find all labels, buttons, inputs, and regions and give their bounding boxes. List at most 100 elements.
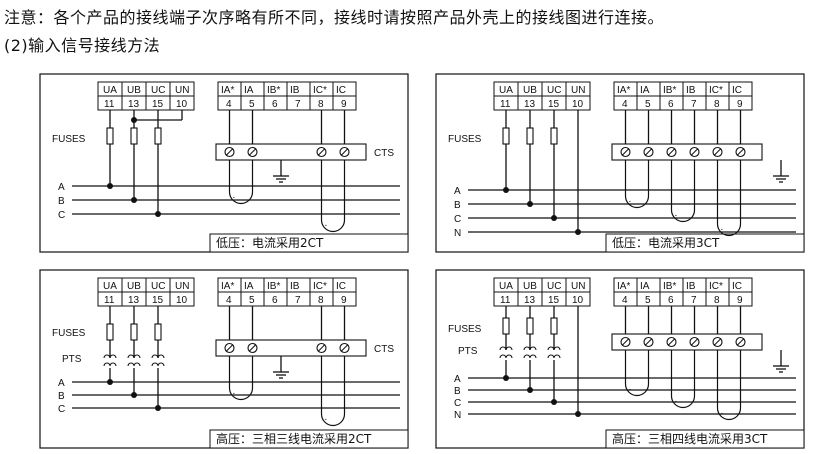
current-terminal-name: IB* — [663, 85, 676, 96]
polarity-mark: . — [675, 208, 678, 219]
current-terminal-name: IB — [290, 85, 300, 96]
fuse — [526, 317, 534, 335]
voltage-terminal-name: UA — [103, 85, 117, 96]
panel-caption: 低压：电流采用3CT — [612, 236, 720, 250]
current-terminal-name: IA* — [221, 85, 234, 96]
phase-label-c: C — [58, 404, 65, 415]
panel-caption: 低压：电流采用2CT — [216, 236, 324, 250]
voltage-terminal-name: UN — [175, 85, 189, 96]
polarity-mark: . — [721, 406, 724, 417]
current-terminal-number: 6 — [272, 99, 278, 110]
polarity-mark: . — [721, 222, 724, 233]
fuse — [526, 127, 534, 145]
polarity-mark: . — [629, 194, 632, 205]
polarity-mark: . — [325, 218, 328, 229]
pt-winding — [547, 354, 561, 359]
current-terminal-name: IB — [290, 281, 300, 292]
voltage-terminal-number: 10 — [176, 99, 188, 110]
ct-coil — [670, 160, 696, 223]
voltage-terminal-number: 15 — [548, 295, 560, 306]
voltage-terminal-name: UN — [571, 85, 585, 96]
phase-label-a: A — [58, 182, 65, 193]
ct-coil — [320, 160, 346, 233]
junction-dot — [527, 201, 533, 207]
current-terminal-name: IA* — [617, 85, 630, 96]
voltage-terminal-name: UB — [127, 281, 141, 292]
junction-dot — [527, 387, 533, 393]
caption-box — [209, 233, 409, 253]
fuse — [130, 127, 138, 145]
voltage-terminal-number: 10 — [572, 295, 584, 306]
panel-br: 高压：三相四线电流采用3CTUA11UB13UC15UN10IA*4IA5IB*… — [435, 269, 805, 449]
panel-tl: 低压：电流采用2CTUA11UB13UC15UN10IA*4IA5IB*6IB7… — [39, 73, 409, 253]
pt-winding — [127, 362, 141, 367]
current-terminal-number: 4 — [226, 99, 232, 110]
fuses-label: FUSES — [52, 328, 86, 339]
section-subtitle: (2)输入信号接线方法 — [4, 36, 161, 55]
caption-box — [605, 233, 805, 253]
current-terminal-name: IC* — [709, 85, 723, 96]
current-terminal-name: IA* — [221, 281, 234, 292]
current-terminal-name: IB* — [663, 281, 676, 292]
ground-symbol — [773, 168, 789, 183]
fuses-label: FUSES — [448, 324, 482, 335]
voltage-terminal-name: UA — [103, 281, 117, 292]
current-terminal-name: IA* — [617, 281, 630, 292]
polarity-mark: . — [233, 190, 236, 201]
current-terminal-number: 4 — [226, 295, 232, 306]
pt-winding — [127, 354, 141, 359]
fuse — [550, 127, 558, 145]
junction-dot — [551, 399, 557, 405]
ground-symbol — [773, 358, 789, 373]
phase-label-c: C — [454, 398, 461, 409]
ct-coil — [228, 356, 254, 401]
current-terminal-name: IA — [640, 281, 650, 292]
voltage-terminal-number: 15 — [152, 99, 164, 110]
panel-tr: 低压：电流采用3CTUA11UB13UC15UN10IA*4IA5IB*6IB7… — [435, 73, 805, 253]
current-terminal-number: 7 — [295, 295, 301, 306]
phase-label-b: B — [454, 200, 461, 211]
voltage-terminal-name: UC — [547, 281, 561, 292]
polarity-mark: . — [325, 412, 328, 423]
current-terminal-number: 8 — [318, 295, 324, 306]
current-terminal-number: 6 — [272, 295, 278, 306]
polarity-mark: . — [233, 386, 236, 397]
phase-label-c: C — [454, 214, 461, 225]
junction-dot — [107, 183, 113, 189]
voltage-terminal-number-cell — [169, 291, 195, 307]
current-terminal-number: 9 — [737, 295, 743, 306]
phase-label-b: B — [58, 196, 65, 207]
current-terminal-number: 7 — [691, 99, 697, 110]
current-terminal-number: 8 — [318, 99, 324, 110]
polarity-mark: . — [675, 394, 678, 405]
pt-winding — [499, 346, 513, 351]
fuse — [130, 323, 138, 341]
current-terminal-number: 9 — [341, 295, 347, 306]
fuse — [502, 127, 510, 145]
current-terminal-number: 8 — [714, 295, 720, 306]
phase-label-b: B — [58, 391, 65, 402]
current-terminal-name: IB* — [267, 281, 280, 292]
phase-label-a: A — [454, 374, 461, 385]
voltage-terminal-number: 13 — [128, 295, 140, 306]
voltage-terminal-number: 10 — [176, 295, 188, 306]
junction-dot — [503, 187, 509, 193]
ct-coil — [624, 160, 650, 209]
ground-symbol — [273, 168, 289, 183]
junction-dot — [503, 375, 509, 381]
ct-coil — [716, 160, 742, 237]
panel-caption: 高压：三相四线电流采用3CT — [612, 431, 768, 446]
ground-symbol — [273, 364, 289, 379]
current-terminal-number: 5 — [249, 99, 255, 110]
phase-label-n: N — [454, 228, 461, 239]
voltage-terminal-number: 13 — [524, 99, 536, 110]
current-terminal-name: IA — [244, 281, 254, 292]
ct-coil — [716, 350, 742, 421]
current-terminal-number: 6 — [668, 99, 674, 110]
pt-winding — [523, 354, 537, 359]
fuse — [106, 323, 114, 341]
ct-coil — [624, 350, 650, 397]
junction-dot — [131, 392, 137, 398]
voltage-terminal-number: 11 — [500, 99, 511, 110]
current-terminal-number: 5 — [249, 295, 255, 306]
